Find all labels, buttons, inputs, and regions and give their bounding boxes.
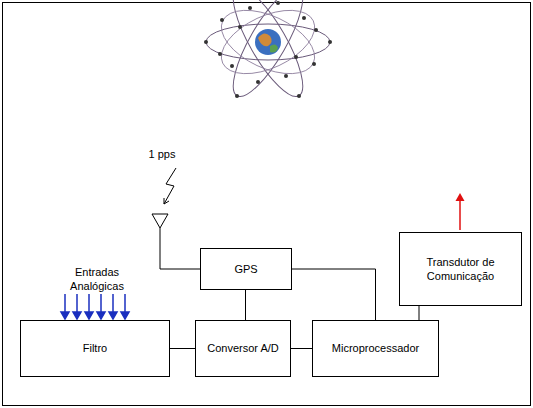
converter-box: Conversor A/D bbox=[195, 320, 291, 377]
box-label: Microprocessador bbox=[328, 341, 423, 355]
box-label: Filtro bbox=[79, 341, 111, 355]
filter-box: Filtro bbox=[20, 320, 170, 377]
connector-line bbox=[170, 348, 195, 349]
processor-box: Microprocessador bbox=[312, 320, 439, 377]
connector-line bbox=[419, 306, 420, 320]
box-label: Conversor A/D bbox=[203, 341, 283, 355]
box-label: Transdutor de Comunicação bbox=[400, 255, 521, 284]
output-arrow bbox=[456, 193, 465, 230]
connector-line bbox=[292, 269, 376, 320]
gps-box: GPS bbox=[200, 248, 292, 290]
connector-line bbox=[291, 348, 312, 349]
satellite-constellation bbox=[204, 0, 332, 105]
antenna-symbol bbox=[152, 214, 200, 269]
signal-bolt bbox=[164, 168, 176, 204]
transducer-box: Transdutor de Comunicação bbox=[399, 232, 522, 306]
frame-border bbox=[3, 3, 531, 406]
connector-line bbox=[245, 290, 246, 320]
input-label: Entradas Analógicas bbox=[60, 266, 134, 294]
signal-label: 1 pps bbox=[142, 148, 182, 162]
input-arrows bbox=[61, 294, 129, 319]
box-label: GPS bbox=[230, 262, 261, 276]
